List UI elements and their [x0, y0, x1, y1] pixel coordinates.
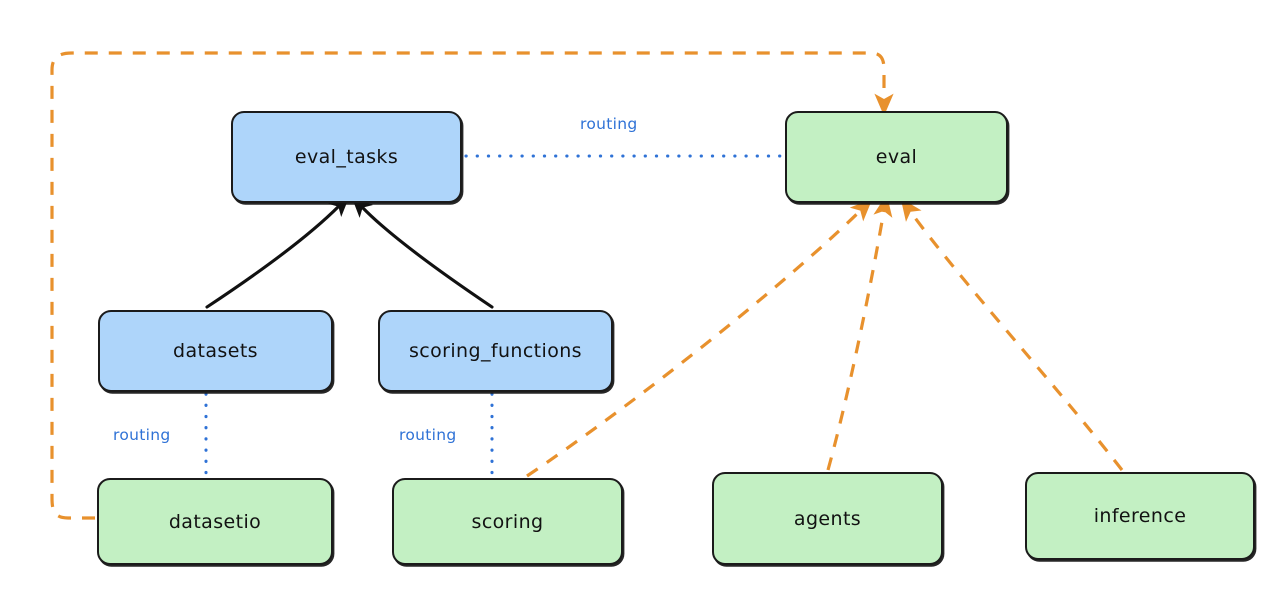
edge-label-scoring-functions-to-scoring: routing — [399, 426, 457, 444]
node-inference[interactable]: inference — [1025, 472, 1255, 560]
edge-inference-to-eval — [900, 198, 1124, 471]
node-datasetio-label: datasetio — [168, 510, 262, 533]
node-scoring-label: scoring — [471, 510, 544, 533]
node-agents[interactable]: agents — [712, 472, 943, 565]
node-agents-label: agents — [793, 507, 862, 530]
node-eval-label: eval — [875, 146, 918, 168]
node-eval[interactable]: eval — [785, 111, 1008, 203]
node-scoring-functions[interactable]: scoring_functions — [378, 310, 613, 392]
node-datasets-label: datasets — [173, 340, 258, 362]
edge-scoring-functions-to-eval-tasks — [351, 195, 494, 309]
edge-label-eval-tasks-to-eval: routing — [580, 115, 638, 133]
node-scoring-functions-label: scoring_functions — [409, 340, 582, 362]
edge-scoring-to-eval — [526, 198, 873, 478]
edge-datasets-to-eval-tasks — [205, 195, 350, 309]
edge-datasetio-to-eval — [50, 51, 894, 520]
edge-agents-to-eval — [826, 194, 893, 471]
node-scoring[interactable]: scoring — [392, 478, 623, 565]
edge-label-datasets-to-datasetio: routing — [113, 426, 171, 444]
node-inference-label: inference — [1093, 505, 1187, 527]
node-datasets[interactable]: datasets — [98, 310, 333, 392]
node-eval-tasks[interactable]: eval_tasks — [231, 111, 462, 203]
node-eval-tasks-label: eval_tasks — [294, 146, 399, 168]
node-datasetio[interactable]: datasetio — [97, 478, 333, 565]
